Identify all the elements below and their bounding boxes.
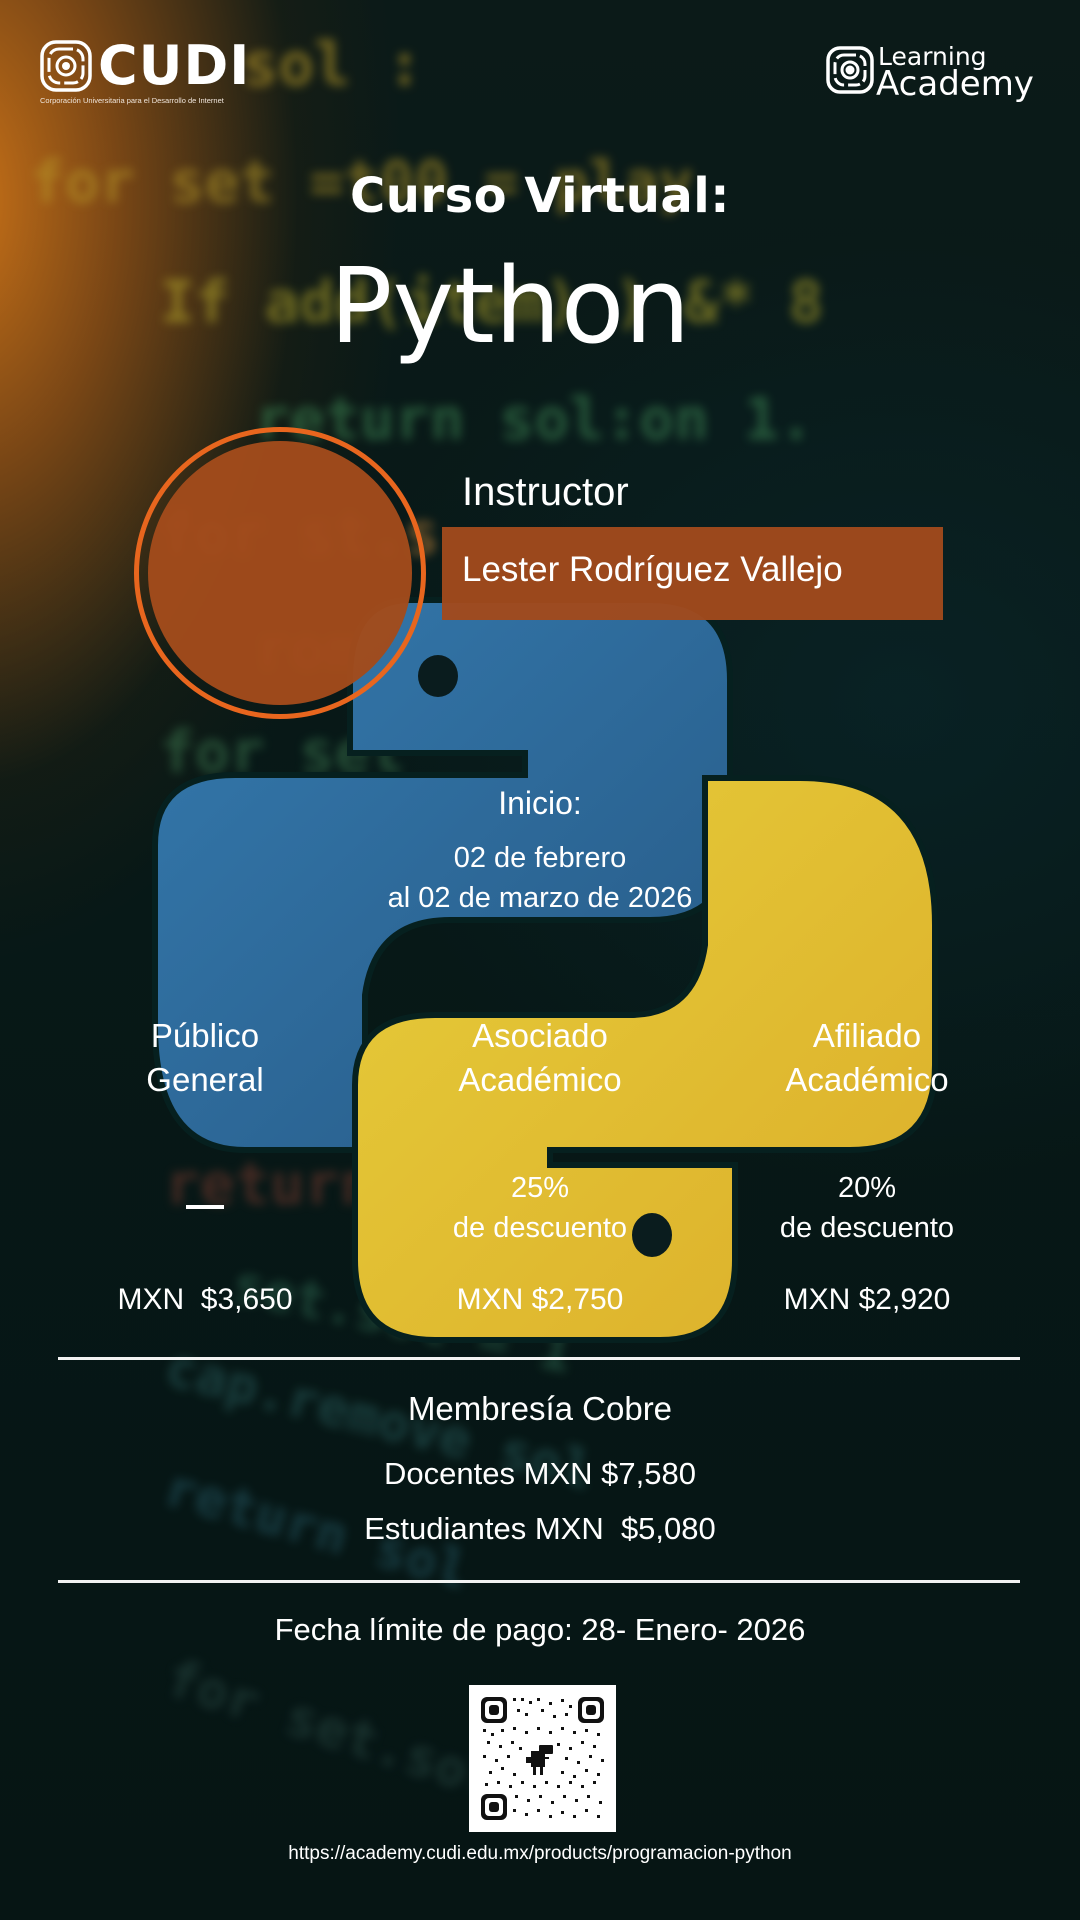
circuit-emblem-icon bbox=[826, 46, 874, 94]
start-date: 02 de febrero bbox=[453, 842, 627, 874]
tier-label-line1: Afiliado bbox=[812, 1017, 922, 1054]
discount-text: de descuento bbox=[779, 1212, 955, 1244]
tier-label-associate: Asociado Académico bbox=[360, 1014, 720, 1102]
tier-price-associate: MXN $2,750 bbox=[456, 1283, 624, 1316]
no-discount-dash bbox=[186, 1205, 224, 1209]
instructor-name: Lester Rodríguez Vallejo bbox=[462, 550, 843, 589]
payment-deadline: Fecha límite de pago: 28- Enero- 2026 bbox=[274, 1612, 806, 1647]
tier-discount-associate: 25% de descuento bbox=[360, 1168, 720, 1248]
membership-students-price: Estudiantes MXN $5,080 bbox=[364, 1511, 716, 1546]
tier-discount-affiliate: 20% de descuento bbox=[687, 1168, 1047, 1248]
dino-icon bbox=[526, 1745, 553, 1775]
instructor-name-box bbox=[442, 527, 943, 620]
academy-logo-line2: Academy bbox=[876, 64, 1034, 104]
qr-code-icon bbox=[481, 1697, 604, 1820]
tier-label-line2: Académico bbox=[458, 1061, 622, 1098]
course-title: Python bbox=[329, 245, 691, 367]
academy-logo-line1: Learning bbox=[878, 42, 987, 71]
discount-percent: 20% bbox=[837, 1172, 897, 1204]
end-date: al 02 de marzo de 2026 bbox=[387, 882, 693, 914]
tier-price-public: MXN $3,650 bbox=[117, 1283, 293, 1316]
circuit-emblem-icon bbox=[40, 40, 92, 92]
tier-label-line1: Asociado bbox=[472, 1017, 608, 1054]
decorative-ring bbox=[134, 427, 426, 719]
tier-label-line2: Académico bbox=[785, 1061, 949, 1098]
discount-percent: 25% bbox=[510, 1172, 570, 1204]
instructor-label: Instructor bbox=[462, 470, 629, 514]
divider bbox=[58, 1357, 1020, 1360]
tier-label-line1: Público bbox=[150, 1017, 260, 1054]
tier-label-line2: General bbox=[146, 1061, 264, 1098]
cudi-tagline: Corporación Universitaria para el Desarr… bbox=[40, 96, 224, 105]
course-kicker: Curso Virtual: bbox=[350, 168, 730, 224]
tier-label-affiliate: Afiliado Académico bbox=[687, 1014, 1047, 1102]
discount-text: de descuento bbox=[452, 1212, 628, 1244]
membership-teachers-price: Docentes MXN $7,580 bbox=[384, 1456, 696, 1491]
tier-label-public: Público General bbox=[25, 1014, 385, 1102]
divider bbox=[58, 1580, 1020, 1583]
learning-academy-logo: Learning Academy bbox=[826, 42, 1046, 106]
course-url-link[interactable]: https://academy.cudi.edu.mx/products/pro… bbox=[288, 1843, 792, 1864]
cudi-logo: CUDI Corporación Universitaria para el D… bbox=[40, 34, 250, 110]
tier-price-affiliate: MXN $2,920 bbox=[783, 1283, 951, 1316]
membership-title: Membresía Cobre bbox=[407, 1390, 673, 1427]
python-logo-icon bbox=[152, 597, 938, 1343]
start-label: Inicio: bbox=[498, 785, 582, 821]
cudi-wordmark: CUDI bbox=[98, 34, 251, 97]
qr-code[interactable] bbox=[469, 1685, 616, 1832]
